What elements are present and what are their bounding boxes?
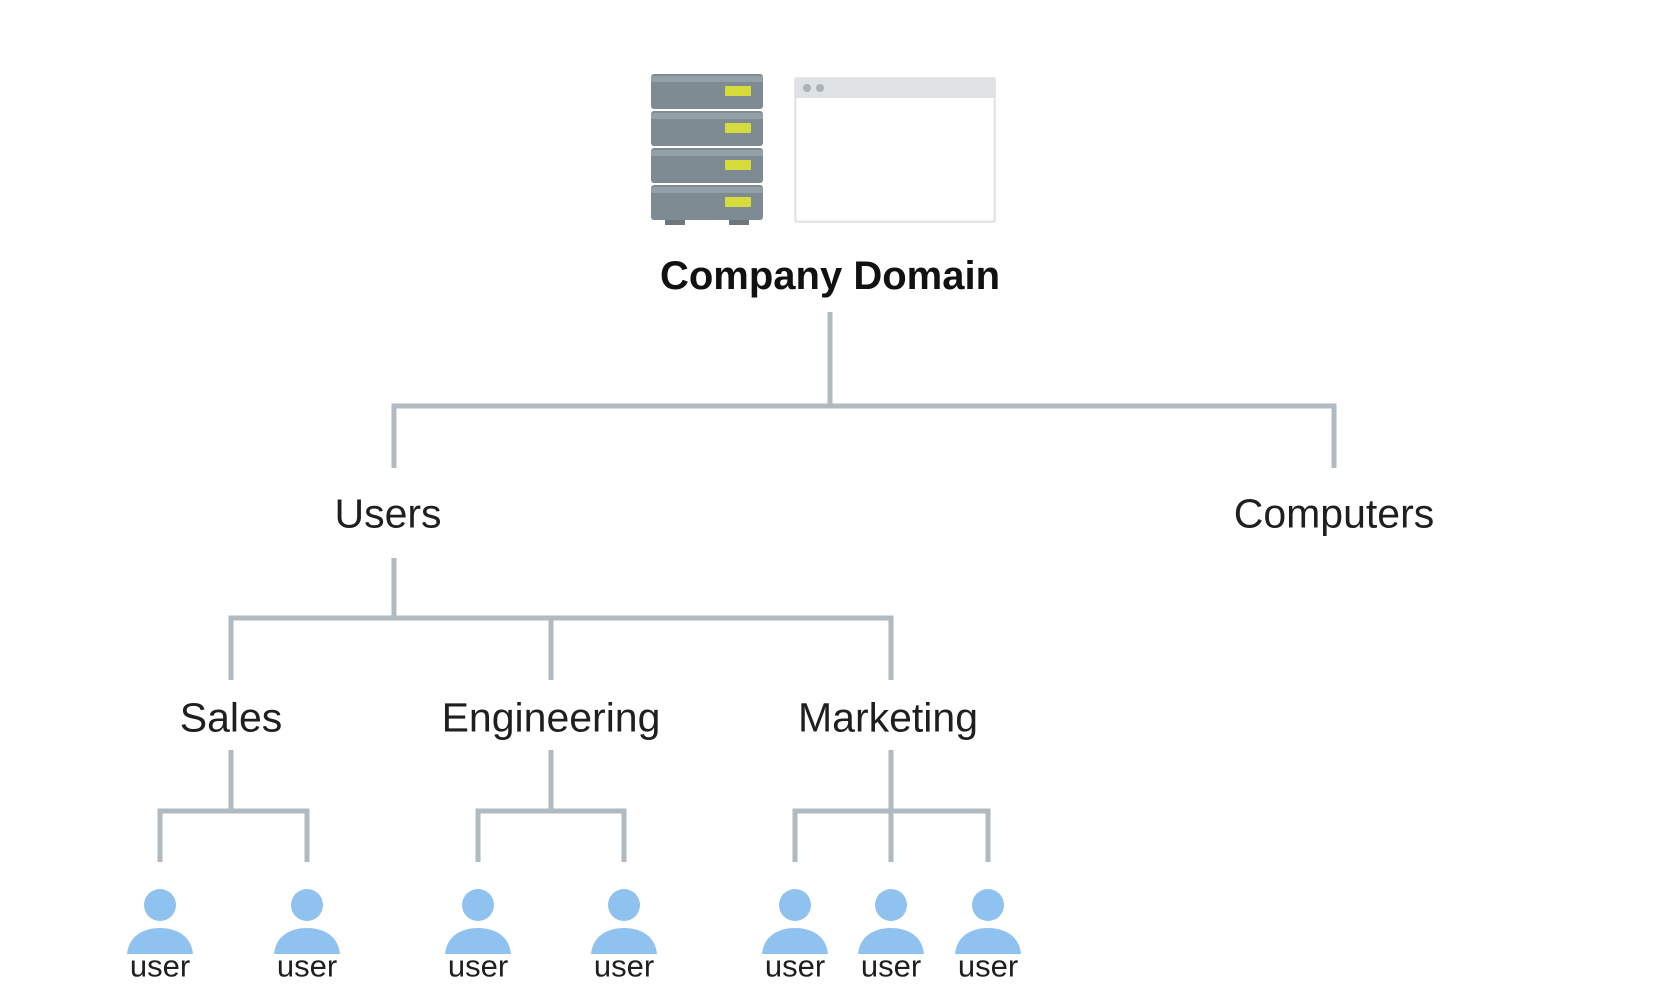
user-icon bbox=[445, 889, 511, 954]
marketing-user-2: user bbox=[851, 888, 931, 982]
connector-sales-users bbox=[157, 808, 310, 862]
user-label: user bbox=[129, 948, 191, 984]
user-icon bbox=[955, 889, 1021, 954]
sales-user-1: user bbox=[120, 888, 200, 982]
marketing-user-3: user bbox=[948, 888, 1028, 982]
user-label: user bbox=[593, 948, 655, 984]
user-icon bbox=[274, 889, 340, 954]
users-label: Users bbox=[334, 490, 442, 537]
user-icon bbox=[858, 889, 924, 954]
user-label: user bbox=[447, 948, 509, 984]
server-rack-icon bbox=[651, 74, 763, 225]
user-label: user bbox=[860, 948, 922, 984]
user-icon bbox=[762, 889, 828, 954]
sales-user-2: user bbox=[267, 888, 347, 982]
computers-label: Computers bbox=[1233, 490, 1435, 537]
user-icon bbox=[127, 889, 193, 954]
engineering-user-1: user bbox=[438, 888, 518, 982]
engineering-user-2: user bbox=[584, 888, 664, 982]
marketing-user-1: user bbox=[755, 888, 835, 982]
user-label: user bbox=[957, 948, 1019, 984]
user-icon bbox=[591, 889, 657, 954]
user-label: user bbox=[764, 948, 826, 984]
marketing-label: Marketing bbox=[797, 694, 979, 741]
connector-level1-bar bbox=[391, 403, 1337, 468]
connector-departments-bar bbox=[228, 615, 894, 680]
sales-label: Sales bbox=[179, 694, 283, 741]
connector-engineering-bar bbox=[475, 808, 627, 862]
connector-marketing-bar bbox=[792, 808, 991, 862]
engineering-label: Engineering bbox=[441, 694, 661, 741]
company-domain-label: Company Domain bbox=[659, 254, 1001, 298]
browser-window-icon bbox=[794, 77, 996, 223]
user-label: user bbox=[276, 948, 338, 984]
